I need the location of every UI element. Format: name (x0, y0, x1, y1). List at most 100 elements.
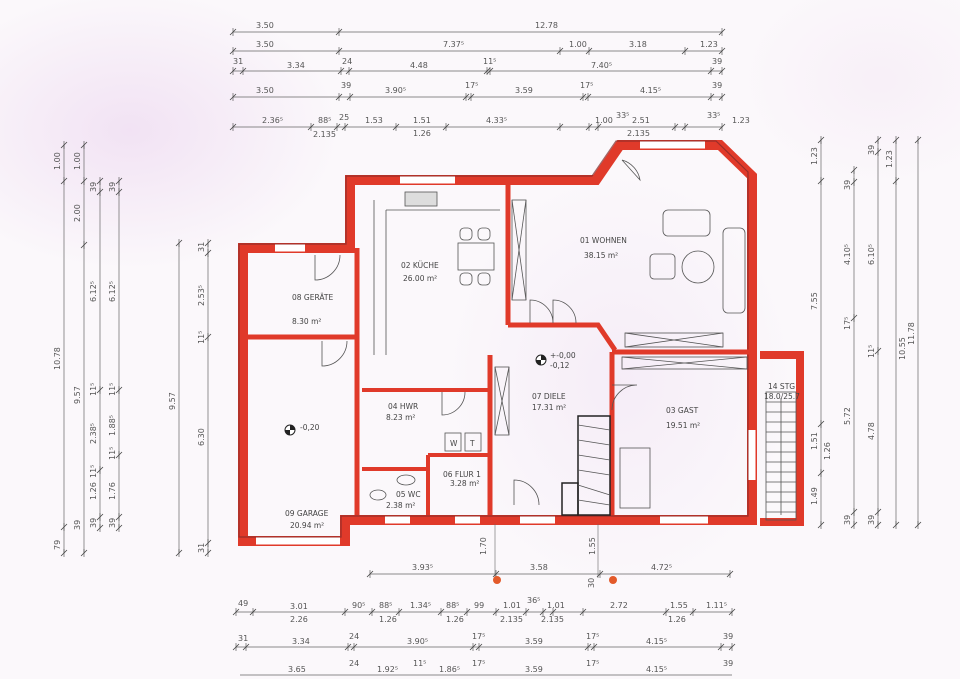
svg-text:1.55: 1.55 (670, 601, 688, 610)
svg-text:17⁵: 17⁵ (586, 659, 599, 668)
svg-text:4.72⁵: 4.72⁵ (651, 563, 672, 572)
svg-text:2.36⁵: 2.36⁵ (262, 116, 283, 125)
svg-text:39: 39 (712, 81, 722, 90)
walls (238, 140, 804, 546)
svg-text:39: 39 (723, 659, 733, 668)
svg-text:11⁵: 11⁵ (197, 331, 206, 344)
room-wc-area: 2.38 m² (386, 501, 415, 510)
svg-text:6.12⁵: 6.12⁵ (108, 281, 117, 302)
svg-text:11⁵: 11⁵ (89, 383, 98, 396)
svg-text:7.37⁵: 7.37⁵ (443, 40, 464, 49)
svg-text:2.135: 2.135 (313, 130, 336, 139)
svg-text:4.15⁵: 4.15⁵ (640, 86, 661, 95)
svg-text:17⁵: 17⁵ (580, 81, 593, 90)
dryer-label: T (469, 439, 475, 448)
svg-text:1.23: 1.23 (700, 40, 718, 49)
svg-text:4.10⁵: 4.10⁵ (843, 244, 852, 265)
svg-text:3.18: 3.18 (629, 40, 647, 49)
svg-text:88⁵: 88⁵ (446, 601, 459, 610)
svg-text:1.51: 1.51 (810, 432, 819, 450)
svg-text:17⁵: 17⁵ (843, 317, 852, 330)
door-entry (513, 479, 540, 506)
door-garage (321, 340, 348, 367)
svg-text:2.135: 2.135 (500, 615, 523, 624)
room-diele-area: 17.31 m² (532, 403, 566, 412)
svg-text:3.90⁵: 3.90⁵ (407, 637, 428, 646)
furniture (314, 159, 797, 521)
svg-text:17⁵: 17⁵ (472, 659, 485, 668)
exterior-staircase (765, 391, 797, 521)
svg-text:24: 24 (349, 659, 359, 668)
door-terrace (621, 159, 641, 182)
coffee-table (681, 250, 715, 284)
svg-text:1.26: 1.26 (413, 129, 431, 138)
svg-text:2.53⁵: 2.53⁵ (197, 285, 206, 306)
svg-text:3.01: 3.01 (290, 602, 308, 611)
room-kueche-name: 02 KÜCHE (401, 261, 439, 270)
svg-text:3.93⁵: 3.93⁵ (412, 563, 433, 572)
svg-text:39: 39 (867, 145, 876, 155)
room-diele-name: 07 DIELE (532, 392, 566, 401)
svg-text:6.12⁵: 6.12⁵ (89, 281, 98, 302)
svg-text:39: 39 (712, 57, 722, 66)
post-marker-left (493, 576, 501, 584)
svg-text:2.38⁵: 2.38⁵ (89, 423, 98, 444)
svg-text:12.78: 12.78 (535, 21, 558, 30)
svg-text:-0,12: -0,12 (550, 361, 570, 370)
svg-text:3.65: 3.65 (288, 665, 306, 674)
svg-text:1.01: 1.01 (547, 601, 565, 610)
svg-text:1.55: 1.55 (588, 537, 597, 555)
room-wohnen-area: 38.15 m² (584, 251, 618, 260)
svg-text:6.30: 6.30 (197, 428, 206, 446)
svg-text:1.23: 1.23 (732, 116, 750, 125)
dimension-lines-top: 3.50 12.78 3.50 7.37⁵ 1.00 3.18 1.23 31 … (229, 21, 750, 139)
svg-text:1.23: 1.23 (810, 147, 819, 165)
svg-text:+-0,00: +-0,00 (550, 351, 576, 360)
room-hwr-area: 8.23 m² (386, 413, 415, 422)
room-gast-name: 03 GAST (666, 406, 699, 415)
svg-text:2.135: 2.135 (627, 129, 650, 138)
svg-text:1.49: 1.49 (810, 487, 819, 505)
svg-text:11⁵: 11⁵ (108, 383, 117, 396)
dimension-lines-left: 1.00 10.78 79 1.00 2.00 9.57 39 39 6.12⁵… (53, 140, 212, 558)
dining-table (457, 242, 495, 271)
svg-text:3.90⁵: 3.90⁵ (385, 86, 406, 95)
room-geraete-name: 08 GERÄTE (292, 293, 334, 302)
svg-text:79: 79 (53, 540, 62, 550)
room-stg-name: 14 STG (768, 382, 795, 391)
svg-text:2.00: 2.00 (73, 204, 82, 222)
svg-text:5.72: 5.72 (843, 407, 852, 425)
svg-text:99: 99 (474, 601, 484, 610)
room-wohnen-name: 01 WOHNEN (580, 236, 627, 245)
svg-text:1.51: 1.51 (413, 116, 431, 125)
svg-text:1.26: 1.26 (668, 615, 686, 624)
svg-text:3.34: 3.34 (287, 61, 305, 70)
room-labels: 01 WOHNEN 38.15 m² 02 KÜCHE 26.00 m² 03 … (285, 236, 800, 530)
svg-text:11.78: 11.78 (907, 322, 916, 345)
svg-text:1.00: 1.00 (73, 152, 82, 170)
svg-text:1.70: 1.70 (479, 537, 488, 555)
washer-label: W (450, 439, 458, 448)
svg-text:7.55: 7.55 (810, 292, 819, 310)
svg-text:11⁵: 11⁵ (413, 659, 426, 668)
svg-text:1.76: 1.76 (108, 482, 117, 500)
dimension-lines-bottom: 1.70 1.55 3.93⁵ 3.58 4.72⁵ 30 49 3.01 2.… (232, 524, 736, 676)
svg-text:33⁵: 33⁵ (707, 111, 720, 120)
svg-text:3.50: 3.50 (256, 21, 274, 30)
svg-text:31: 31 (233, 57, 243, 66)
svg-text:2.26: 2.26 (290, 615, 308, 624)
svg-text:3.59: 3.59 (525, 637, 543, 646)
svg-text:39: 39 (723, 632, 733, 641)
svg-text:33⁵: 33⁵ (616, 111, 629, 120)
svg-text:4.33⁵: 4.33⁵ (486, 116, 507, 125)
main-staircase (561, 415, 611, 516)
sofa (662, 209, 711, 237)
room-flur-area: 3.28 m² (450, 479, 479, 488)
level-markers: +-0,00 -0,12 -0,20 (284, 351, 576, 436)
svg-text:17⁵: 17⁵ (472, 632, 485, 641)
toilet (369, 489, 387, 501)
svg-text:1.92⁵: 1.92⁵ (377, 665, 398, 674)
svg-text:17⁵: 17⁵ (586, 632, 599, 641)
svg-text:10.55: 10.55 (898, 337, 907, 360)
